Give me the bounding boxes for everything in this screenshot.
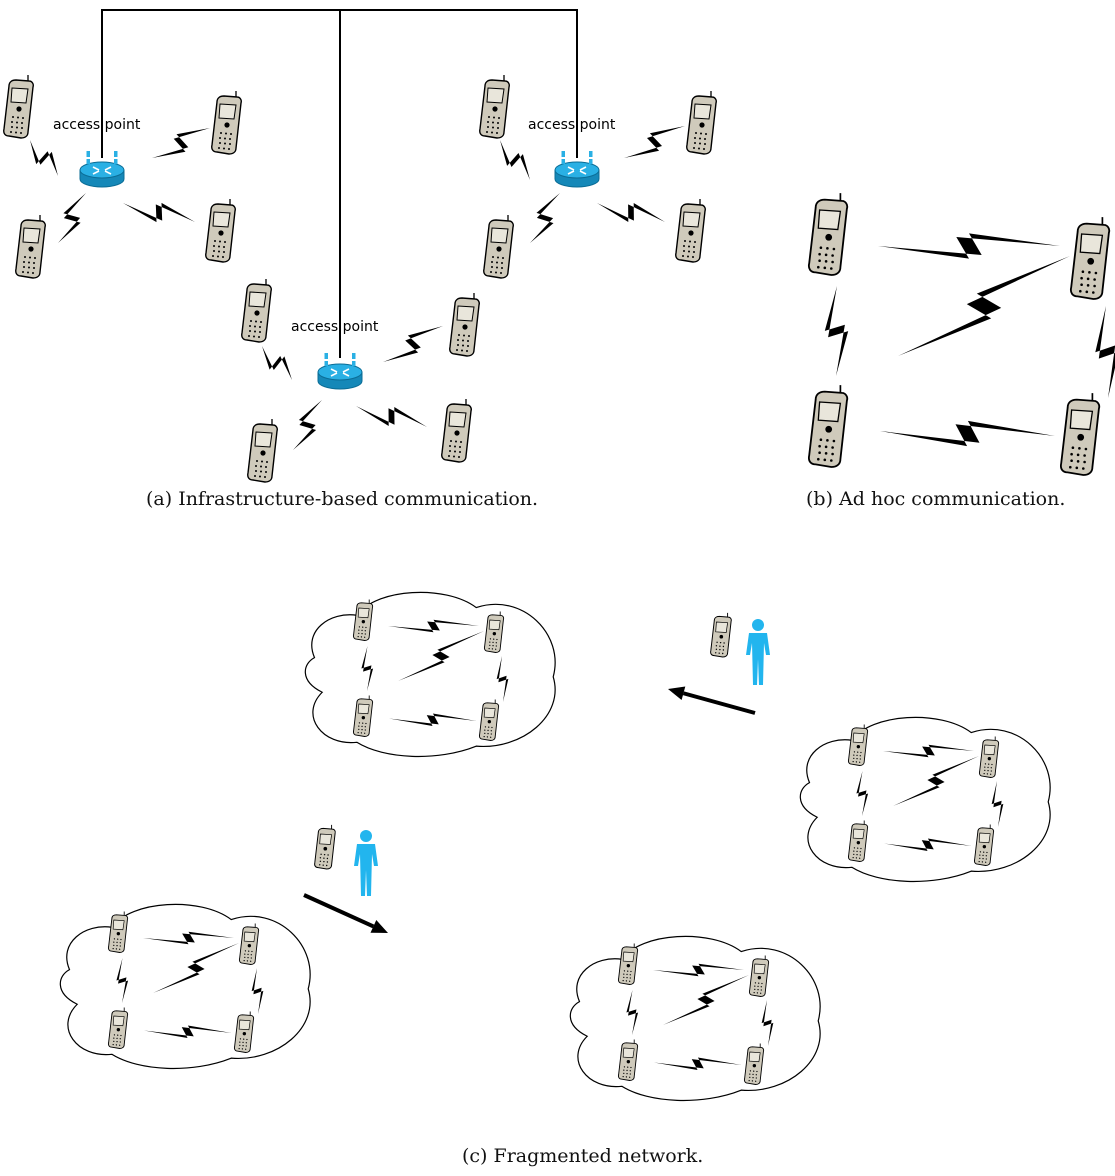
lightning-bolt-icon	[144, 1025, 232, 1039]
mobile-phone-icon	[241, 278, 272, 343]
mobile-phone-icon	[710, 612, 732, 658]
mobile-phone-icon	[441, 398, 472, 463]
lightning-bolt-icon	[152, 128, 210, 158]
mobile-phone-icon	[3, 74, 34, 139]
mobile-phone-icon	[807, 384, 849, 468]
lightning-bolt-icon	[884, 838, 972, 852]
lightning-bolt-icon	[1095, 306, 1115, 398]
network-fragment	[59, 903, 311, 1070]
lightning-bolt-icon	[761, 1000, 774, 1046]
access-point-cell: access point	[479, 74, 717, 279]
lightning-bolt-icon	[880, 420, 1055, 447]
lightning-bolt-icon	[856, 771, 869, 816]
wireless-router-icon	[317, 352, 363, 390]
mobile-phone-icon	[617, 943, 639, 985]
network-fragment	[304, 591, 556, 758]
panel-ad-hoc	[807, 192, 1115, 476]
lightning-bolt-icon	[153, 943, 239, 993]
lightning-bolt-icon	[624, 126, 685, 158]
mobile-phone-icon	[479, 74, 510, 139]
cloud-icon	[304, 591, 556, 758]
lightning-bolt-icon	[496, 656, 509, 702]
caption-c: (c) Fragmented network.	[462, 1145, 704, 1167]
mobile-phone-icon	[483, 214, 514, 279]
lightning-bolt-icon	[123, 202, 195, 223]
access-point-label: access point	[53, 117, 141, 133]
lightning-bolt-icon	[356, 406, 427, 427]
panel-fragmented	[59, 591, 1051, 1102]
lightning-bolt-icon	[293, 400, 322, 450]
access-point-cell: access point	[3, 74, 242, 279]
mobile-phone-icon	[211, 90, 242, 155]
lightning-bolt-icon	[251, 968, 264, 1014]
cloud-icon	[799, 716, 1051, 883]
ad-hoc-cluster	[807, 192, 1115, 476]
lightning-bolt-icon	[30, 140, 58, 176]
lightning-bolt-icon	[383, 326, 443, 362]
network-fragment	[799, 716, 1051, 883]
mobile-phone-icon	[449, 292, 480, 357]
lightning-bolt-icon	[824, 286, 849, 376]
cloud-icon	[59, 903, 311, 1070]
lightning-bolt-icon	[262, 346, 292, 380]
mobile-phone-icon	[15, 214, 46, 279]
lightning-bolt-icon	[530, 193, 560, 243]
lightning-bolt-icon	[898, 256, 1070, 356]
mobile-user	[710, 612, 770, 685]
access-point-label: access point	[291, 319, 379, 335]
lightning-bolt-icon	[597, 203, 665, 222]
lightning-bolt-icon	[991, 781, 1004, 827]
lightning-bolt-icon	[893, 756, 979, 806]
access-point-label: access point	[528, 117, 616, 133]
lightning-bolt-icon	[58, 193, 86, 243]
lightning-bolt-icon	[361, 646, 374, 691]
mobile-user	[314, 824, 378, 896]
arrow-icon	[668, 686, 756, 715]
lightning-bolt-icon	[878, 233, 1060, 259]
panel-infrastructure: access point access point access point	[3, 74, 717, 483]
lightning-bolt-icon	[116, 958, 129, 1003]
mobile-phone-icon	[1069, 216, 1111, 300]
mobile-phone-icon	[107, 911, 129, 953]
lightning-bolt-icon	[626, 990, 639, 1035]
cloud-icon	[569, 935, 821, 1102]
mobile-phone-icon	[205, 198, 236, 263]
mobile-phone-icon	[686, 90, 717, 155]
mobile-phone-icon	[675, 198, 706, 263]
person-icon	[354, 830, 378, 896]
mobile-phone-icon	[247, 418, 278, 483]
lightning-bolt-icon	[654, 1057, 742, 1071]
mobile-phone-icon	[807, 192, 849, 276]
mobile-phone-icon	[847, 724, 869, 766]
lightning-bolt-icon	[500, 140, 530, 180]
caption-a: (a) Infrastructure-based communication.	[146, 488, 539, 510]
mobile-phone-icon	[352, 599, 374, 641]
network-fragment	[569, 935, 821, 1102]
person-icon	[746, 619, 770, 685]
mobile-phone-icon	[314, 824, 336, 870]
lightning-bolt-icon	[398, 631, 484, 681]
lightning-bolt-icon	[663, 975, 749, 1025]
arrow-icon	[303, 893, 388, 933]
caption-b: (b) Ad hoc communication.	[806, 488, 1066, 510]
access-point-cell: access point	[241, 278, 480, 483]
lightning-bolt-icon	[389, 713, 477, 727]
mobile-phone-icon	[1059, 392, 1101, 476]
